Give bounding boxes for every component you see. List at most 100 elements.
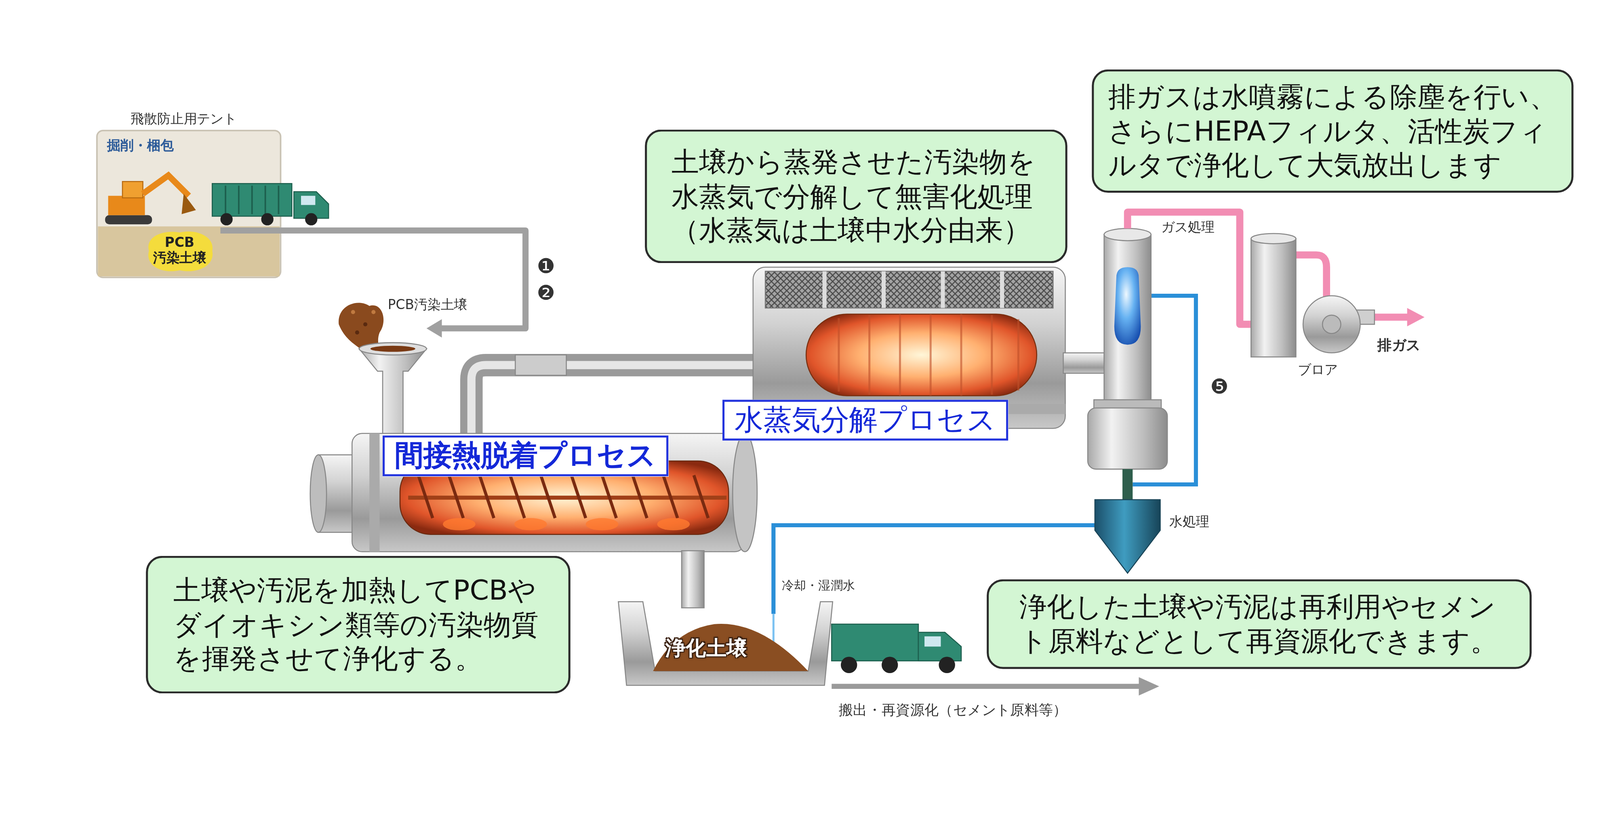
soil-pile: [363, 322, 368, 327]
scrubber-tower: [1104, 228, 1152, 241]
shipping-arrow: [1138, 677, 1160, 696]
callout-text: 土壌から蒸発させた汚染物を水蒸気で分解して無害化処理（水蒸気は土壌中水分由来）: [671, 144, 1041, 249]
scrubber-tower: [1104, 234, 1152, 407]
connecting-pipe: [1063, 352, 1107, 373]
scrubber-tower: [1094, 499, 1161, 574]
truck-icon: [261, 213, 274, 226]
soil-pile: [355, 330, 360, 335]
work-caption: 掘削・梱包: [107, 136, 174, 155]
truck-icon: [831, 624, 962, 674]
gas-line: [1374, 313, 1409, 321]
filter-column: [1250, 233, 1296, 357]
filter-column: [1250, 238, 1296, 358]
callout-text: 排ガスは水噴霧による除塵を行い、さらにHEPAフィルタ、活性炭フィルタで浄化して…: [1108, 79, 1558, 184]
desorber-drum: [369, 433, 380, 552]
steam-reactor: [765, 271, 1053, 308]
hopper: [359, 348, 427, 441]
callout-text: 土壌や汚泥を加熱してPCBやダイオキシン類等の汚染物質を揮発させて浄化する。: [173, 572, 543, 677]
callout-number: ❶: [536, 254, 555, 279]
callout-box: 土壌から蒸発させた汚染物を水蒸気で分解して無害化処理（水蒸気は土壌中水分由来）: [644, 129, 1068, 264]
process-label-text: 水蒸気分解プロセス: [734, 402, 996, 438]
flow-label: 搬出・再資源化（セメント原料等）: [838, 701, 1068, 719]
vapor-pipe: [515, 354, 567, 375]
part-label: 水処理: [1169, 515, 1209, 531]
truck-icon: [305, 213, 318, 226]
desorber-drum: [351, 433, 745, 552]
callout-box: 浄化した土壌や汚泥は再利用やセメント原料などとして再資源化できます。: [986, 579, 1532, 670]
soil-blob-shape: [148, 231, 213, 272]
process-label: 水蒸気分解プロセス: [722, 399, 1009, 441]
truck-icon: [301, 195, 316, 206]
shipping-arrow: [831, 677, 1160, 696]
hopper: [370, 345, 416, 352]
process-label: 間接熱脱着プロセス: [382, 435, 669, 477]
gas-line: [1127, 212, 1252, 325]
vapor-pipe: [471, 365, 758, 439]
excavator-icon: [181, 193, 196, 215]
vapor-pipe: [471, 365, 758, 439]
excavator-icon: [105, 175, 196, 225]
desorber-drum: [656, 517, 690, 531]
desorber-drum: [585, 517, 619, 531]
steam-reactor: [806, 313, 1037, 396]
excavator-icon: [105, 215, 152, 225]
desorber-drum: [442, 517, 476, 531]
basin: [618, 601, 833, 686]
excavator-icon: [143, 175, 190, 196]
basin: [618, 601, 833, 686]
gas-line: [1295, 254, 1327, 298]
steam-reactor: [838, 313, 1019, 396]
tent-scene: [97, 226, 280, 277]
tent-caption: 飛散防止用テント: [130, 110, 237, 129]
desorber-drum: [514, 517, 548, 531]
truck-icon: [831, 624, 919, 662]
desorber-drum: [681, 550, 705, 608]
hopper: [359, 342, 427, 441]
flow-label: 排ガス: [1377, 336, 1421, 354]
truck-icon: [212, 183, 329, 226]
part-label: ガス処理: [1161, 220, 1215, 236]
truck-icon: [938, 656, 955, 674]
shipping-arrow: [831, 683, 1141, 689]
hopper: [359, 342, 427, 355]
soil-pile: [351, 309, 356, 314]
desorber-drum: [310, 454, 327, 533]
basin: [652, 623, 809, 672]
scrubber-tower: [1087, 228, 1168, 573]
truck-icon: [840, 656, 857, 674]
blower: [1322, 315, 1341, 334]
soil-label: PCB 汚染土壌: [147, 235, 212, 266]
callout-box: 排ガスは水噴霧による除塵を行い、さらにHEPAフィルタ、活性炭フィルタで浄化して…: [1091, 69, 1574, 193]
tent-area: 飛散防止用テント掘削・梱包PCB 汚染土壌: [96, 130, 281, 278]
part-label: 浄化土壌: [665, 636, 748, 660]
desorber-drum: [418, 475, 708, 518]
conveyor-line: [220, 230, 526, 329]
truck-icon: [918, 632, 962, 662]
soil-pile: [371, 309, 376, 314]
part-label: ブロア: [1297, 363, 1338, 379]
desorber-drum: [732, 433, 758, 552]
truck-icon: [924, 636, 941, 647]
truck-icon: [220, 213, 233, 226]
truck-icon: [881, 656, 898, 674]
conveyor-line: [426, 319, 443, 338]
connecting-pipe: [1063, 352, 1107, 373]
callout-text: 浄化した土壌や汚泥は再利用やセメント原料などとして再資源化できます。: [1019, 589, 1499, 659]
callout-number: ❺: [1210, 375, 1229, 399]
callout-box: 土壌や汚泥を加熱してPCBやダイオキシン類等の汚染物質を揮発させて浄化する。: [145, 555, 571, 694]
contaminated-soil-blob: PCB 汚染土壌: [143, 228, 217, 274]
truck-icon: [212, 183, 292, 217]
steam-reactor: [824, 271, 1003, 308]
callout-number: ❷: [536, 281, 555, 306]
excavator-icon: [122, 181, 144, 198]
scrubber-tower: [1122, 469, 1133, 502]
scrubber-tower: [1087, 408, 1168, 470]
gas-line: [1407, 307, 1425, 327]
vapor-pipe: [471, 354, 758, 439]
scrubber-tower: [1114, 267, 1142, 345]
truck-icon: [225, 185, 279, 215]
blower: [1303, 295, 1375, 353]
flow-label: PCB汚染土壌: [387, 297, 468, 314]
